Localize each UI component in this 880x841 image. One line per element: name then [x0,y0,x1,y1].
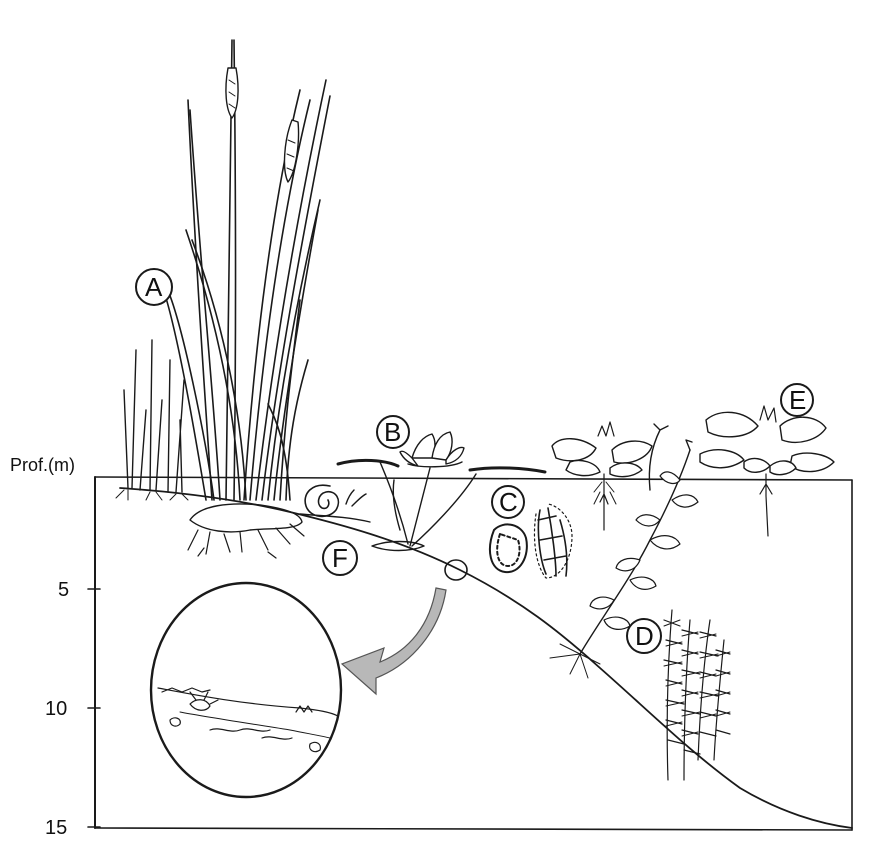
cattail-head-2 [285,120,299,182]
zoom-source-circle [445,560,467,580]
bottom-border-line [95,828,852,830]
magnified-bottom-detail [151,583,341,797]
depth-tick-10: 10 [45,698,67,720]
zoom-arrow [342,588,446,694]
label-b: B [384,417,401,447]
floating-rosette-plants-e [552,406,834,536]
label-d: D [635,621,654,651]
snail-shell [305,485,338,516]
depth-tick-5: 5 [58,579,69,601]
label-f: F [332,543,348,573]
cattail-head-1 [226,68,238,118]
depth-axis-label: Prof.(m) [10,455,75,475]
label-e: E [789,385,806,415]
label-c: C [499,487,518,517]
submerged-plants-d [550,424,730,780]
depth-tick-15: 15 [45,817,67,836]
label-a: A [145,272,163,302]
